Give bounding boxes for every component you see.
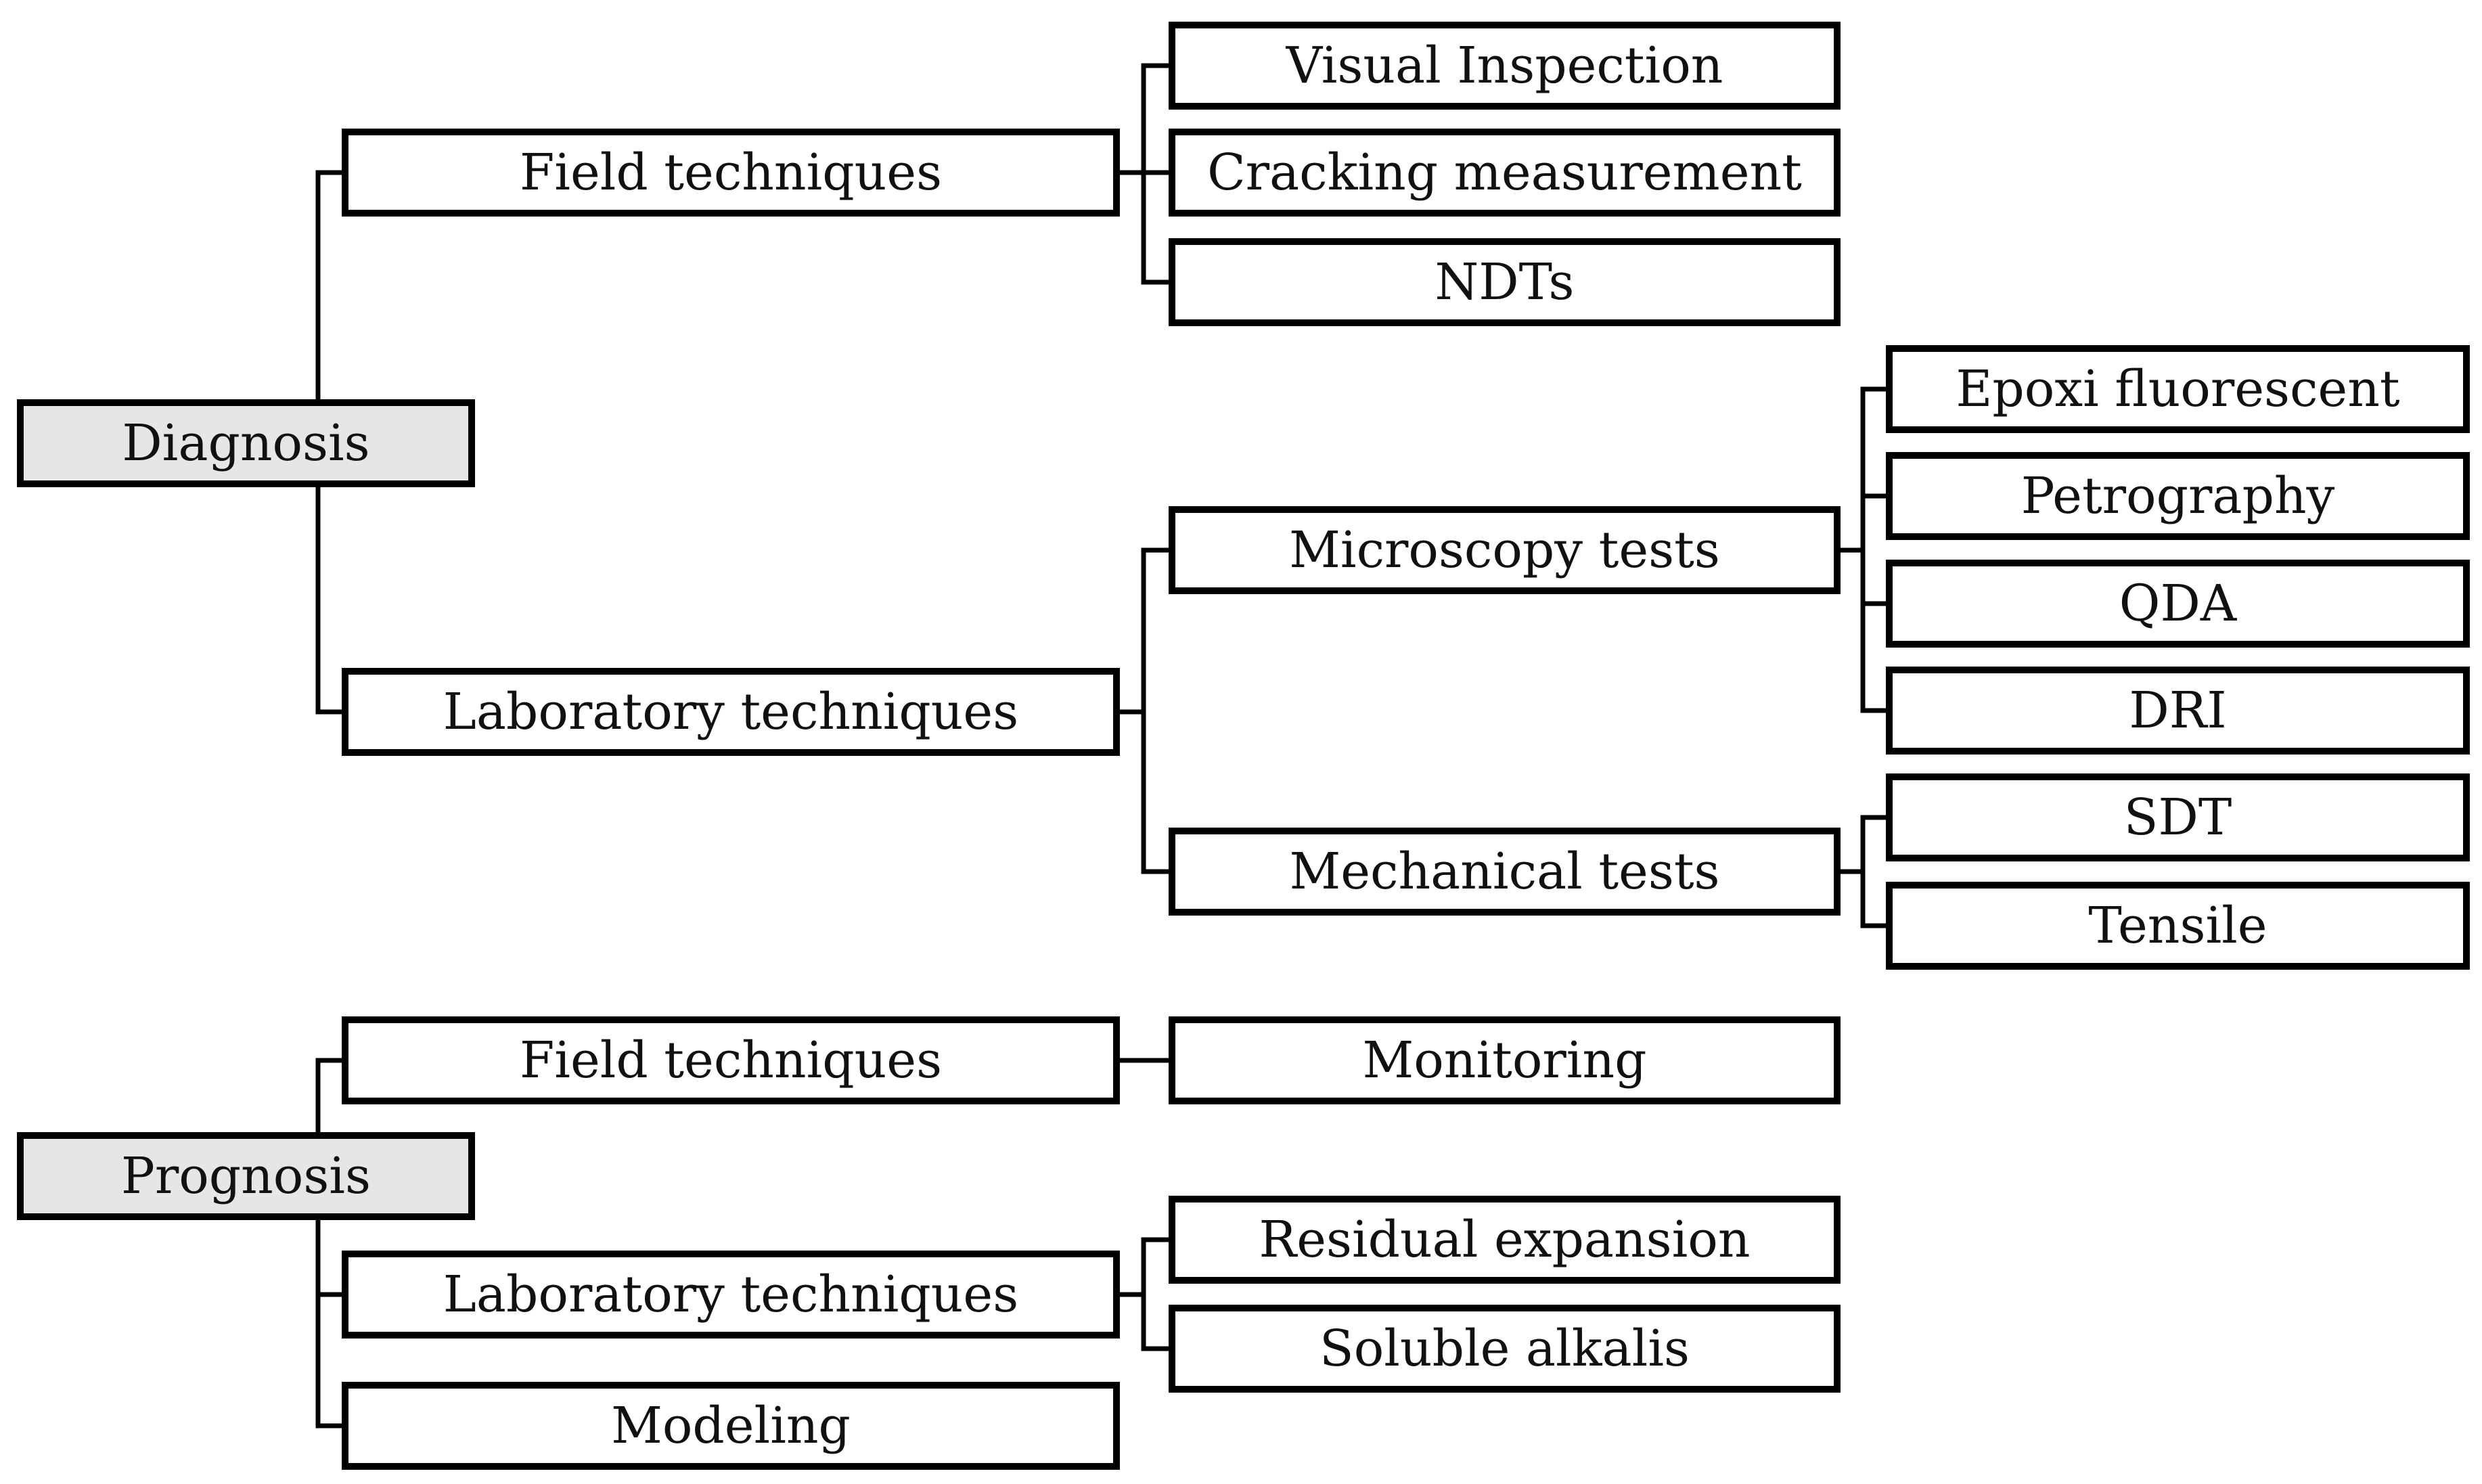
connector-diagnosis-field-children xyxy=(1114,63,1175,285)
dri-node: DRI xyxy=(1886,667,2470,755)
tensile-node: Tensile xyxy=(1886,882,2470,970)
diagnosis-laboratory-techniques-node: Laboratory techniques xyxy=(342,668,1120,756)
connector-diagnosis-lab-children xyxy=(1114,547,1175,874)
petrography-node: Petrography xyxy=(1886,452,2470,540)
visual-inspection-node: Visual Inspection xyxy=(1169,22,1841,110)
connector-prognosis-children xyxy=(315,1058,348,1429)
cracking-measurement-node: Cracking measurement xyxy=(1169,129,1841,217)
epoxi-fluorescent-node: Epoxi fluorescent xyxy=(1886,345,2470,433)
connector-mechanical-children xyxy=(1834,815,1892,928)
diagnosis-field-techniques-node: Field techniques xyxy=(342,129,1120,217)
connector-microscopy-children xyxy=(1834,386,1892,713)
ndts-node: NDTs xyxy=(1169,238,1841,326)
connector-diagnosis-children xyxy=(315,170,348,715)
modeling-node: Modeling xyxy=(342,1382,1120,1470)
connector-prognosis-lab-children xyxy=(1114,1237,1175,1351)
microscopy-tests-node: Microscopy tests xyxy=(1169,506,1841,594)
prognosis-field-techniques-node: Field techniques xyxy=(342,1016,1120,1104)
prognosis-laboratory-techniques-node: Laboratory techniques xyxy=(342,1251,1120,1339)
sdt-node: SDT xyxy=(1886,773,2470,861)
diagnosis-node: Diagnosis xyxy=(17,399,475,487)
monitoring-node: Monitoring xyxy=(1169,1016,1841,1104)
residual-expansion-node: Residual expansion xyxy=(1169,1196,1841,1284)
qda-node: QDA xyxy=(1886,560,2470,648)
soluble-alkalis-node: Soluble alkalis xyxy=(1169,1305,1841,1393)
prognosis-node: Prognosis xyxy=(17,1132,475,1220)
mechanical-tests-node: Mechanical tests xyxy=(1169,828,1841,916)
